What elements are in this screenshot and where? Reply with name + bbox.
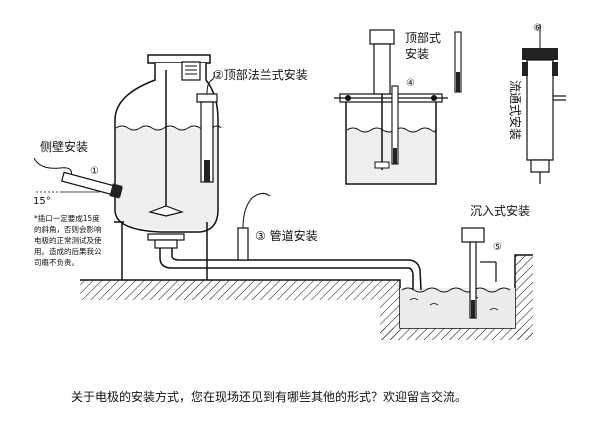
flange-electrode	[196, 71, 218, 183]
note-line: *插口一定要成15度	[34, 213, 100, 223]
note-line: 用。造成的后果我公	[34, 246, 102, 256]
label-angle: 15°	[33, 196, 51, 207]
label-top-mount-2: 安装	[405, 46, 429, 61]
label-top-mount: 顶部式	[405, 30, 441, 45]
label-n5: ⑤	[493, 242, 502, 253]
label-flange: ②顶部法兰式安装	[213, 67, 308, 82]
caption: 关于电极的安装方式，您在现场还见到有哪些其他的形式？欢迎留言交流。	[71, 390, 468, 404]
label-n1: ①	[90, 166, 99, 177]
label-pipe: ③ 管道安装	[255, 228, 318, 243]
label-side-wall: 侧壁安装	[40, 139, 88, 154]
ground	[80, 254, 533, 340]
note-line: 的斜角，否则会影响	[34, 224, 102, 234]
side-wall-electrode	[33, 157, 123, 199]
top-mount-vessel	[334, 29, 462, 185]
flow-through-cell	[522, 24, 566, 184]
note-line: 电极的正常测试及使	[34, 235, 102, 245]
label-n4: ④	[406, 78, 415, 89]
pipeline	[159, 192, 422, 291]
label-submerge: 沉入式安装	[470, 203, 530, 218]
label-n6: ⑥	[533, 23, 542, 34]
label-flow: 流通式安装	[508, 80, 523, 140]
reactor-tank	[114, 54, 222, 280]
submersion-electrode	[461, 227, 497, 319]
note-line: 司概不负责。	[34, 257, 79, 267]
warning-note: *插口一定要成15度 的斜角，否则会影响 电极的正常测试及使 用。造成的后果我公…	[34, 213, 102, 267]
pit-water	[400, 287, 515, 328]
